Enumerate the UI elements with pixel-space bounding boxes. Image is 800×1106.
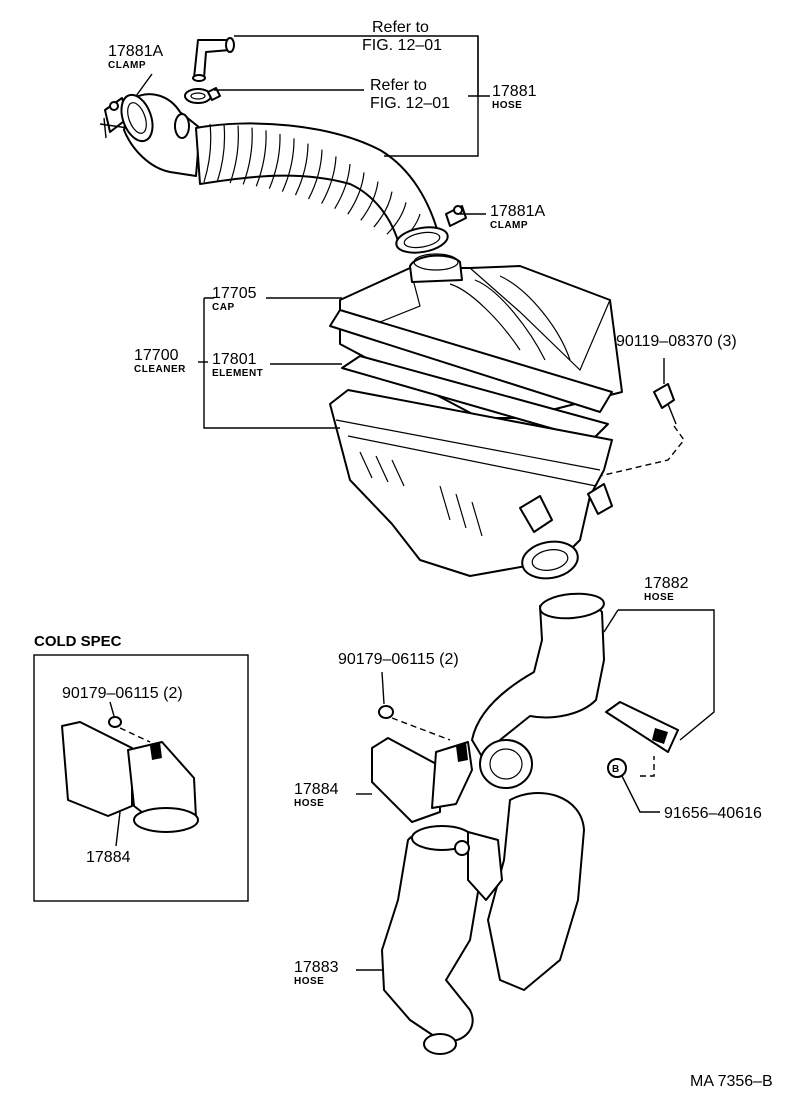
part-desc: CLAMP (490, 220, 528, 231)
label-refer-1: Refer to FIG. 12–01 (362, 19, 442, 54)
clip-B: B (607, 758, 627, 778)
part-number: 17700 (134, 347, 179, 364)
hose-rib (242, 127, 253, 185)
part-number: 17883 (294, 959, 339, 976)
hose-rib (268, 133, 281, 189)
cold-spec-nut: 90179–06115 (2) (62, 685, 183, 702)
refer-line-1: Refer to (372, 19, 429, 36)
label-hose-17883: 17883 HOSE (294, 959, 339, 987)
part-number: 90119–08370 (3) (616, 333, 737, 350)
hose-rib (307, 149, 323, 200)
small-elbow-hose (192, 37, 235, 82)
corrugated-intake-hose (195, 122, 449, 254)
hose-rib (321, 156, 337, 204)
label-nut-main: 90179–06115 (2) (338, 651, 459, 668)
part-desc: HOSE (644, 592, 674, 603)
part-desc: HOSE (492, 100, 522, 111)
hose-17882-fitting (605, 701, 679, 753)
hose-rib (255, 130, 267, 187)
intake-elbow (120, 93, 201, 177)
cold-nut-dash (119, 727, 151, 743)
part-desc: CAP (212, 302, 235, 313)
hose-17883 (381, 792, 585, 1055)
label-cap: 17705 CAP (212, 285, 257, 313)
part-number: 17884 (294, 781, 339, 798)
nut-main (378, 705, 394, 719)
cold-spec-hose-drawing (61, 716, 199, 833)
hose-rib (334, 163, 351, 209)
part-desc: CLEANER (134, 364, 186, 375)
cleaner-bolt (653, 383, 677, 425)
label-hose-17882: 17882 HOSE (644, 575, 689, 603)
label-hose-17881: 17881 HOSE (492, 83, 537, 111)
hose-rib (347, 172, 365, 215)
hose-rib (229, 125, 239, 184)
cold-spec-box (33, 654, 249, 902)
nut-dash-line (391, 717, 451, 741)
part-number: 17881A (490, 203, 545, 220)
clip-dash-line (640, 756, 655, 777)
small-hose-clamp (184, 87, 221, 104)
hose-rib (294, 143, 309, 196)
label-clip: 91656–40616 (664, 805, 762, 822)
part-number: 91656–40616 (664, 805, 762, 822)
label-refer-2: Refer to FIG. 12–01 (370, 77, 450, 112)
hose-rib (203, 123, 212, 183)
part-desc: HOSE (294, 798, 324, 809)
clamp-bolt (445, 205, 467, 227)
label-element: 17801 ELEMENT (212, 351, 263, 379)
part-number: 17705 (212, 285, 257, 302)
part-desc: CLAMP (108, 60, 146, 71)
label-bolt: 90119–08370 (3) (616, 333, 737, 350)
hose-rib (281, 138, 295, 192)
hose-rib (360, 181, 379, 221)
hose-rib (216, 124, 226, 183)
label-clamp-right: 17881A CLAMP (490, 203, 545, 231)
cold-spec-title: COLD SPEC (34, 633, 122, 650)
part-number: 17882 (644, 575, 689, 592)
leader-lines (109, 35, 715, 971)
part-number: 17881 (492, 83, 537, 100)
refer-line-1: Refer to (370, 77, 427, 94)
refer-line-2: FIG. 12–01 (370, 95, 450, 112)
hose-17884 (371, 737, 473, 823)
hose-rib (373, 191, 393, 228)
clip-mark: B (612, 764, 620, 775)
refer-line-2: FIG. 12–01 (362, 37, 442, 54)
bolt-dash-line (599, 425, 685, 477)
part-desc: ELEMENT (212, 368, 263, 379)
part-number: 17881A (108, 43, 163, 60)
figure-code: MA 7356–B (690, 1073, 773, 1090)
part-number: 17801 (212, 351, 257, 368)
label-cold-spec: COLD SPEC 90179–06115 (2) 17884 (34, 633, 183, 866)
air-cleaner-case (329, 389, 613, 580)
label-hose-17884: 17884 HOSE (294, 781, 339, 809)
label-clamp-top-left: 17881A CLAMP (108, 43, 163, 71)
hose-rib (386, 202, 407, 235)
label-cleaner: 17700 CLEANER (134, 347, 186, 375)
part-number: 90179–06115 (2) (338, 651, 459, 668)
part-desc: HOSE (294, 976, 324, 987)
cold-spec-hose: 17884 (86, 849, 131, 866)
hose-17882 (471, 592, 605, 789)
